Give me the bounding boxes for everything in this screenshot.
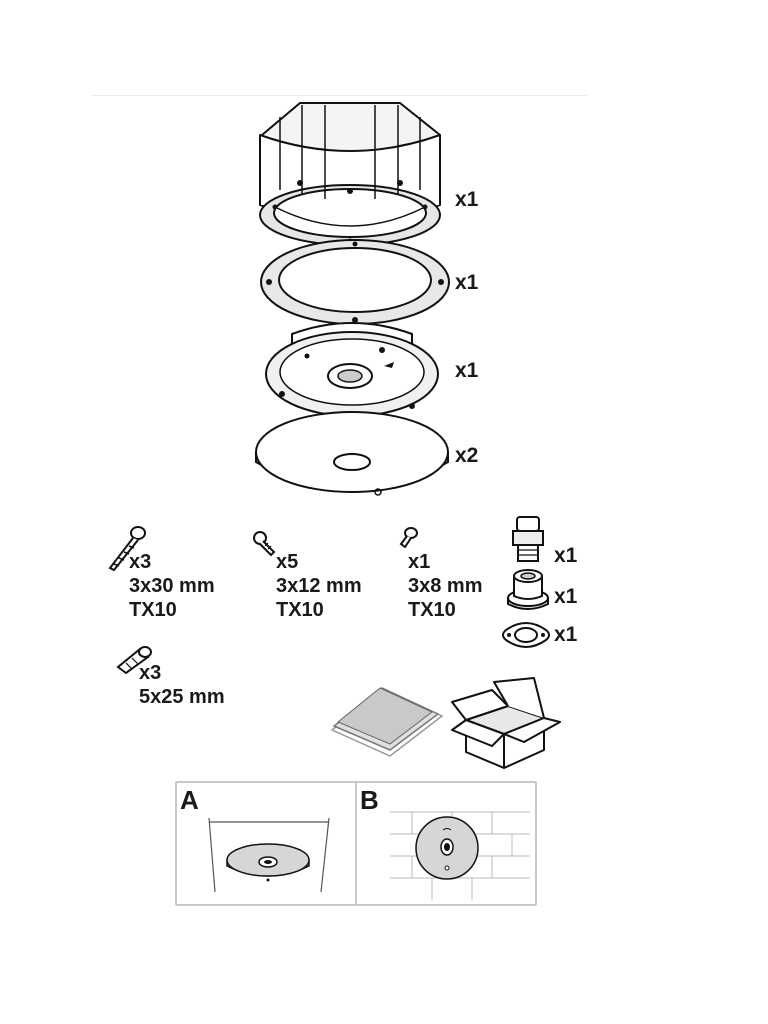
wood-screw-icon bbox=[108, 526, 146, 572]
panel-label-ceiling: A bbox=[180, 785, 199, 815]
ceiling-mount-illustration bbox=[208, 817, 330, 893]
fitting-qty-adapter: x1 bbox=[554, 585, 578, 608]
cover-disc-illustration bbox=[255, 411, 449, 496]
packaging-box-icon bbox=[451, 677, 561, 769]
anchor-spec: x3 5x25 mm bbox=[139, 661, 225, 709]
screw-drive: TX10 bbox=[129, 599, 177, 621]
wall-anchor-icon bbox=[116, 646, 152, 675]
panel-label-wall: B bbox=[360, 785, 379, 815]
screw-drive: TX10 bbox=[276, 599, 324, 621]
machine-screw-icon bbox=[253, 531, 276, 557]
short-screw-icon bbox=[399, 527, 418, 549]
fitting-qty-seal: x1 bbox=[554, 623, 578, 646]
mounting-plate-illustration bbox=[265, 322, 439, 417]
screw-qty: x1 bbox=[408, 551, 431, 573]
gasket-ring-illustration bbox=[260, 239, 450, 325]
screw-drive: TX10 bbox=[408, 599, 456, 621]
documentation-icon bbox=[330, 687, 444, 757]
cable-gland-icon bbox=[512, 516, 544, 562]
screw-qty: x3 bbox=[129, 551, 152, 573]
screw-spec-3x12: x5 3x12 mm TX10 bbox=[276, 550, 362, 622]
top-divider bbox=[92, 95, 587, 96]
seal-gasket-icon bbox=[502, 622, 550, 648]
panel-divider bbox=[355, 781, 357, 906]
screw-size: 3x8 mm bbox=[408, 575, 483, 597]
anchor-qty: x3 bbox=[139, 662, 162, 684]
part-qty-housing: x1 bbox=[455, 188, 479, 211]
screw-spec-3x30: x3 3x30 mm TX10 bbox=[129, 550, 215, 622]
wall-mount-illustration bbox=[390, 811, 530, 900]
screw-size: 3x12 mm bbox=[276, 575, 362, 597]
back-box-housing-illustration bbox=[259, 102, 441, 246]
adapter-fitting-icon bbox=[507, 569, 549, 610]
screw-size: 3x30 mm bbox=[129, 575, 215, 597]
part-qty-gasket: x1 bbox=[455, 271, 479, 294]
part-qty-plate: x1 bbox=[455, 359, 479, 382]
anchor-size: 5x25 mm bbox=[139, 686, 225, 708]
screw-spec-3x8: x1 3x8 mm TX10 bbox=[408, 550, 483, 622]
screw-qty: x5 bbox=[276, 551, 299, 573]
part-qty-cover: x2 bbox=[455, 444, 479, 467]
fitting-qty-gland: x1 bbox=[554, 544, 578, 567]
